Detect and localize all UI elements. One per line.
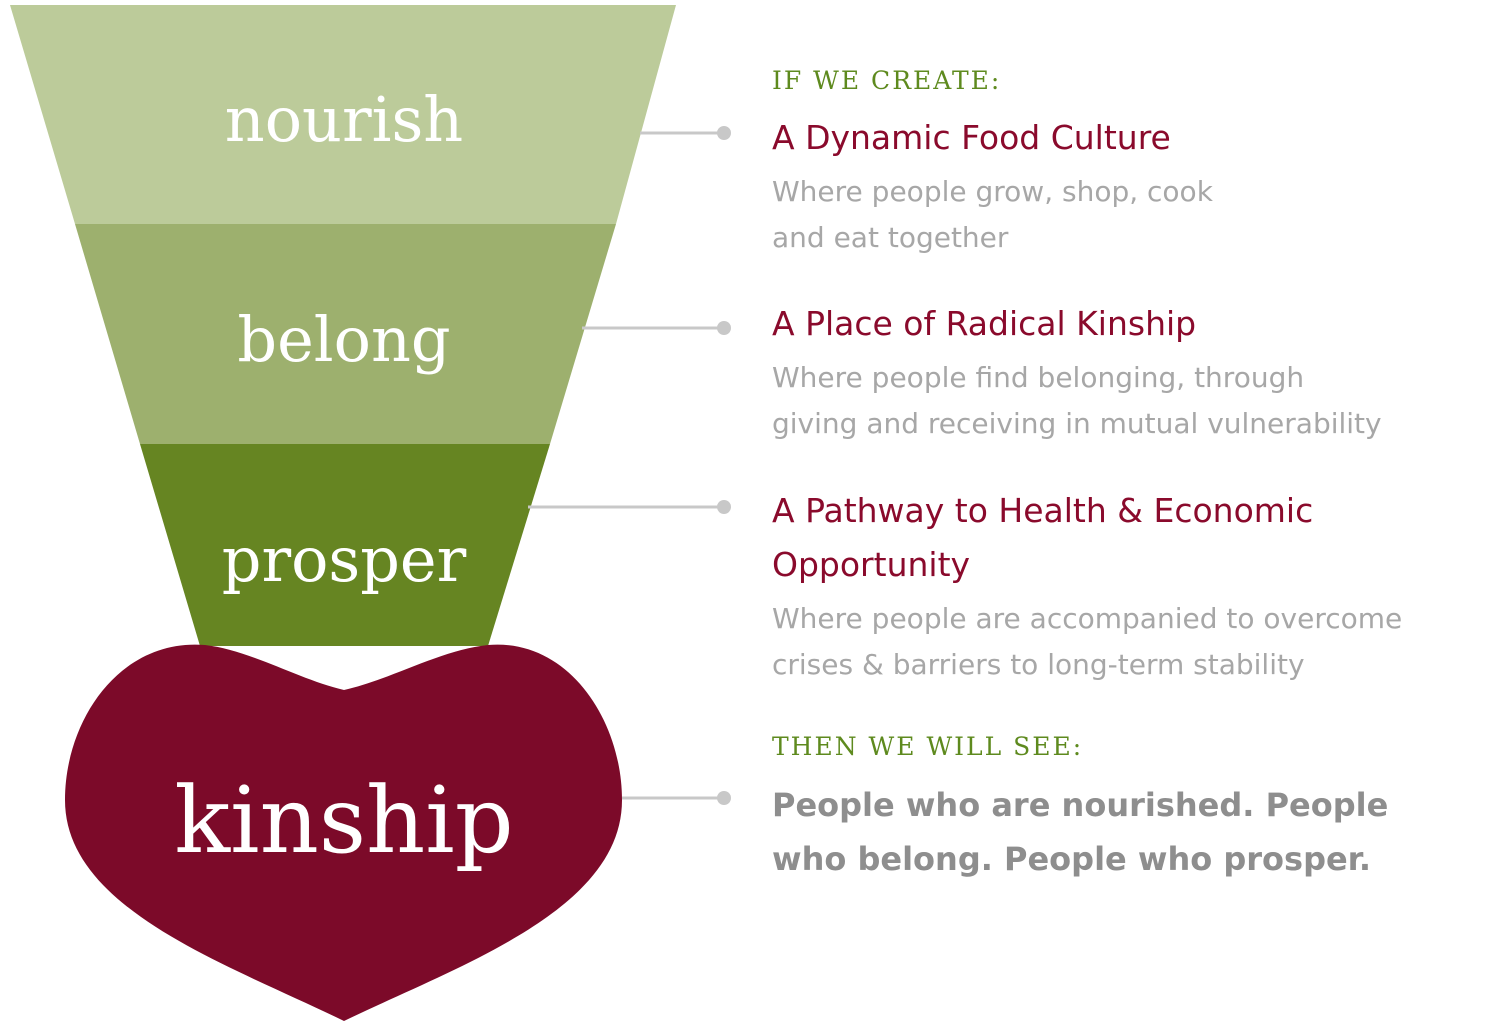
connector-prosper [528,500,731,514]
funnel-level-prosper [140,444,550,646]
item-description-line: Where people are accompanied to overcome [772,602,1403,635]
connector-nourish [640,126,731,140]
item-description-line: crises & barriers to long-term stability [772,648,1305,681]
funnel-word-kinship: kinship [174,767,513,874]
item-description-line: giving and receiving in mutual vulnerabi… [772,407,1382,440]
funnel-word-nourish: nourish [225,83,463,156]
outcome-line: who belong. People who prosper. [772,840,1372,878]
item-title-line: Opportunity [772,545,971,584]
kinship-shape [65,644,622,1021]
item-description-line: Where people grow, shop, cook [772,175,1213,208]
if-we-create-label: IF WE CREATE: [772,66,1002,95]
funnel-word-prosper: prosper [222,523,467,596]
item-radical-kinship: A Place of Radical Kinship Where people … [772,297,1382,447]
item-food-culture: A Dynamic Food Culture Where people grow… [772,111,1213,261]
item-description-line: and eat together [772,221,1009,254]
item-description-line: Where people find belonging, through [772,361,1305,394]
funnel-word-belong: belong [237,303,450,376]
item-title: A Place of Radical Kinship [772,304,1197,343]
connector-kinship [622,791,731,805]
item-title-line: A Pathway to Health & Economic [772,491,1314,530]
then-we-will-see-label: THEN WE WILL SEE: [772,732,1084,761]
outcome-line: People who are nourished. People [772,786,1389,824]
item-health-pathway: A Pathway to Health & Economic Opportuni… [772,484,1402,688]
funnel-level-belong [75,224,616,444]
outcome-statement: People who are nourished. People who bel… [772,778,1388,886]
connector-belong [582,321,731,335]
funnel-level-nourish [10,5,676,224]
item-title: A Dynamic Food Culture [772,118,1171,157]
